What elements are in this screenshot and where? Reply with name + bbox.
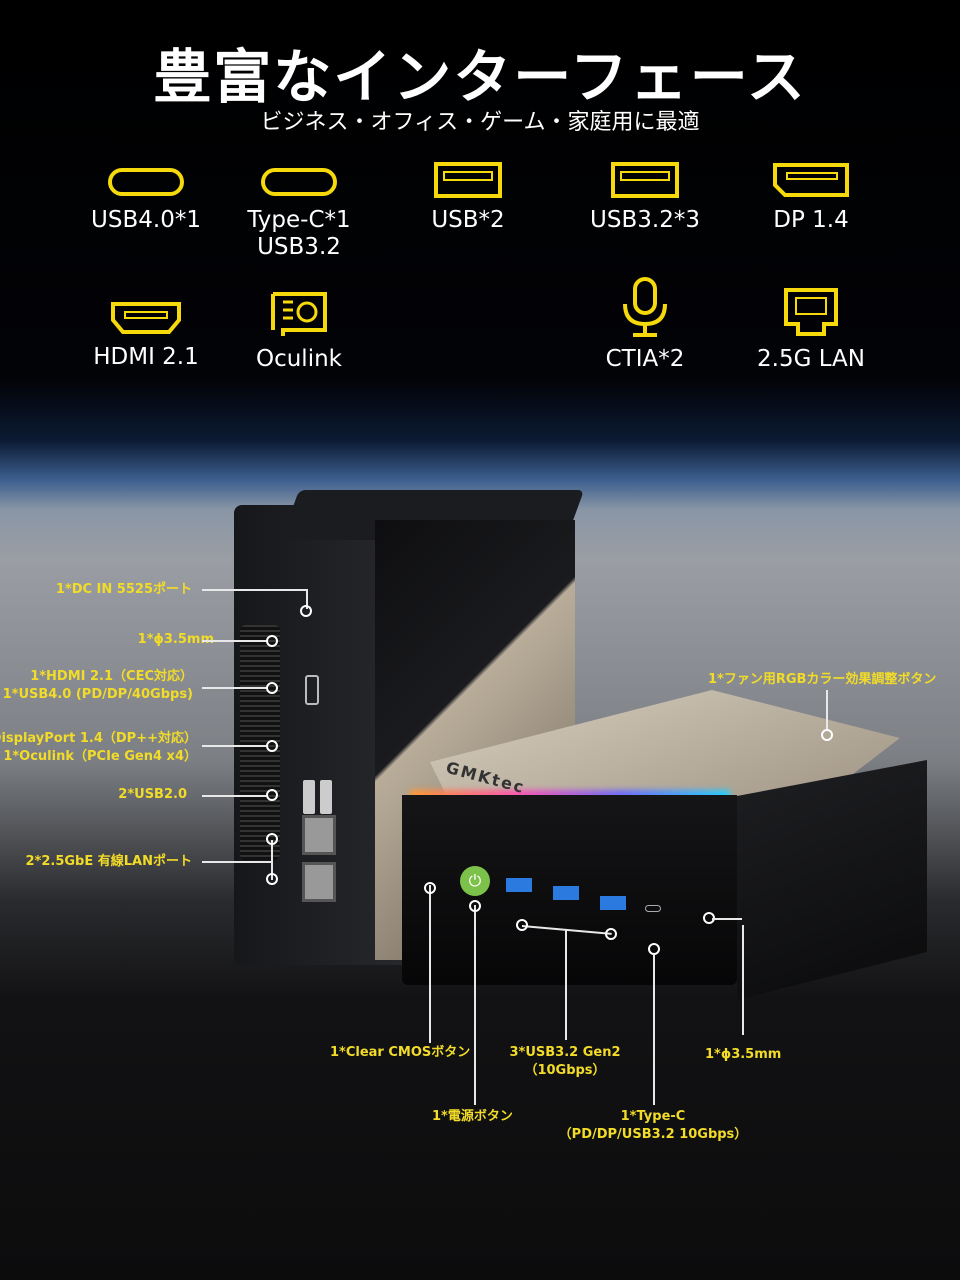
feature-label: USB*2 [431, 207, 505, 233]
callout-rgb-button: 1*ファン用RGBカラー効果調整ボタン [708, 672, 937, 687]
usb-port [553, 886, 579, 900]
feature-usb: USB*2 [378, 161, 558, 234]
callout-usb4: 1*USB4.0 (PD/DP/40Gbps) [2, 687, 193, 702]
callout-usb2: 2*USB2.0 [118, 787, 187, 802]
callout-oculink: 1*Oculink（PCIe Gen4 x4） [3, 749, 197, 764]
feature-oculink: Oculink [209, 290, 389, 373]
callout-dp: 1*DisplayPort 1.4（DP++対応） [0, 731, 197, 746]
mini-pc-box-side [737, 760, 927, 1000]
callout-hdmi: 1*HDMI 2.1（CEC対応） [30, 669, 193, 684]
callout-usb32-speed: （10Gbps） [524, 1063, 606, 1078]
feature-label: 2.5G LAN [757, 346, 865, 372]
callout-usb32-label: 3*USB3.2 Gen2 [509, 1045, 621, 1060]
callout-usb32: 3*USB3.2 Gen2 （10Gbps） [500, 1044, 630, 1080]
type-c-port [645, 905, 661, 912]
callout-dc-in: 1*DC IN 5525ポート [55, 582, 192, 597]
callout-audio-rear: 1*ϕ3.5mm [137, 632, 214, 647]
feature-label: CTIA*2 [605, 346, 685, 372]
feature-label-2: USB3.2 [257, 234, 341, 260]
oculink-icon [271, 292, 327, 336]
usb-port [320, 780, 332, 814]
callout-type-c-spec: （PD/DP/USB3.2 10Gbps） [558, 1127, 748, 1142]
lan-port [302, 862, 336, 902]
callout-clear-cmos: 1*Clear CMOSボタン [330, 1045, 471, 1060]
feature-usb32: USB3.2*3 [555, 161, 735, 234]
power-button[interactable]: ⏻ [460, 866, 490, 896]
feature-usb4: USB4.0*1 [56, 165, 236, 234]
hdmi-icon [111, 302, 181, 334]
feature-dp: DP 1.4 [721, 161, 901, 234]
usb-c-icon [261, 168, 337, 196]
usb-c-icon [108, 168, 184, 196]
usb-port [303, 780, 315, 814]
feature-type-c: Type-C*1 USB3.2 [209, 165, 389, 261]
hdmi-port [305, 675, 319, 705]
callout-power: 1*電源ボタン [432, 1109, 513, 1124]
usb-a-icon [434, 162, 502, 198]
callout-type-c-label: 1*Type-C [620, 1109, 686, 1124]
callout-type-c: 1*Type-C （PD/DP/USB3.2 10Gbps） [548, 1108, 758, 1144]
feature-label: HDMI 2.1 [93, 344, 199, 370]
callout-lan: 2*2.5GbE 有線LANポート [25, 854, 192, 869]
feature-ctia: CTIA*2 [555, 276, 735, 373]
feature-label: Type-C*1 [247, 207, 351, 233]
feature-hdmi: HDMI 2.1 [56, 300, 236, 371]
feature-label: USB3.2*3 [590, 207, 700, 233]
displayport-icon [773, 163, 849, 197]
usb-a-icon [611, 162, 679, 198]
subtitle: ビジネス・オフィス・ゲーム・家庭用に最適 [260, 110, 700, 135]
feature-label: USB4.0*1 [91, 207, 201, 233]
microphone-icon [623, 277, 667, 337]
usb-port [506, 878, 532, 892]
lan-port [302, 815, 336, 855]
feature-lan: 2.5G LAN [721, 286, 901, 373]
page-title: 豊富なインターフェース [153, 43, 807, 111]
lan-icon [784, 288, 838, 336]
feature-label: DP 1.4 [773, 207, 849, 233]
callout-audio-front: 1*ϕ3.5mm [705, 1047, 782, 1062]
usb-port [600, 896, 626, 910]
feature-label: Oculink [255, 346, 342, 372]
